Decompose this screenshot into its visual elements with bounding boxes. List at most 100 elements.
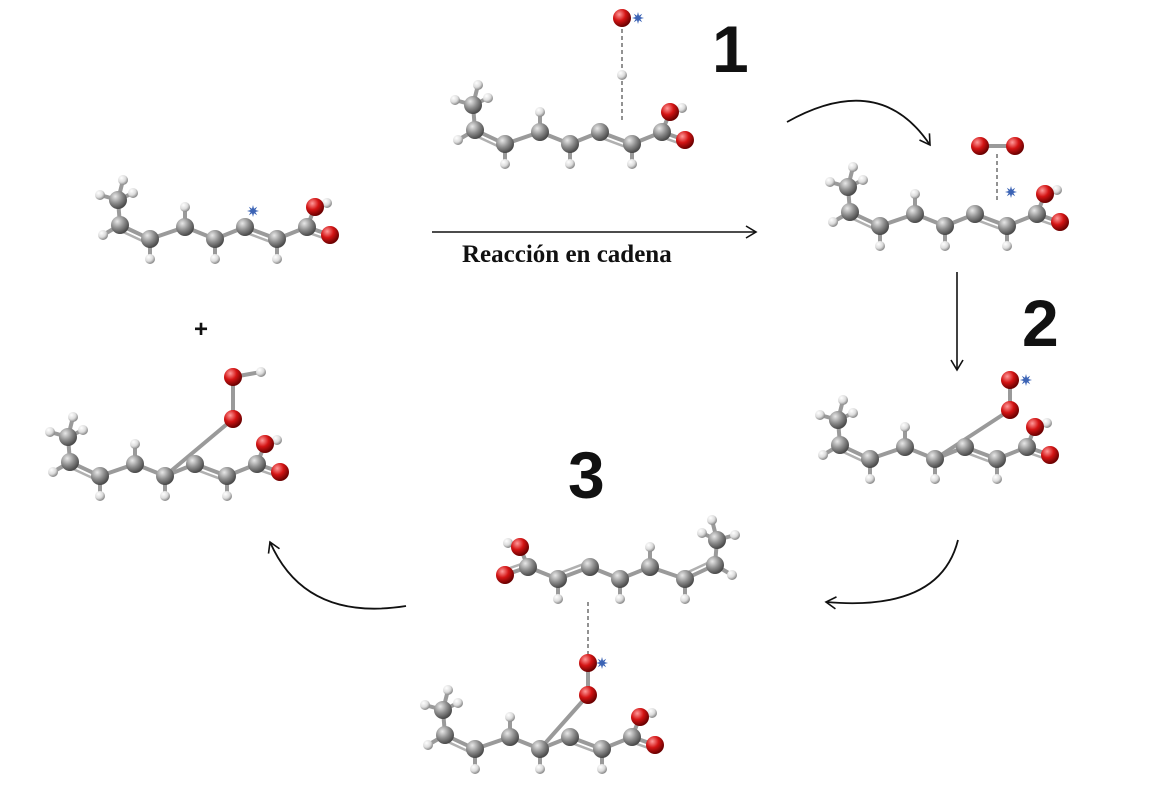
step-3-label: 3: [568, 438, 605, 512]
carbon-atom: [676, 570, 694, 588]
bond: [933, 408, 1012, 461]
hydrogen-atom: [180, 202, 190, 212]
carbon-atom: [623, 728, 641, 746]
molecule-hydroxyl-radical-abstraction: [450, 9, 694, 169]
bond: [163, 417, 235, 478]
carbon-atom: [549, 570, 567, 588]
hydrogen-atom: [322, 198, 332, 208]
molecule-hydroperoxide: [45, 367, 289, 501]
oxygen-atom: [613, 9, 631, 27]
oxygen-atom: [971, 137, 989, 155]
hydrogen-atom: [210, 254, 220, 264]
hydrogen-atom: [615, 594, 625, 604]
carbon-atom: [91, 467, 109, 485]
molecule-peroxyl-radical: [815, 371, 1059, 484]
hydrogen-atom: [858, 175, 868, 185]
oxygen-atom: [511, 538, 529, 556]
hydrogen-atom: [128, 188, 138, 198]
carbon-atom: [871, 217, 889, 235]
molecule-peroxyl-acceptor: [420, 600, 664, 774]
hydrogen-atom: [727, 570, 737, 580]
hydrogen-atom: [818, 450, 828, 460]
carbon-atom: [519, 558, 537, 576]
hydrogen-atom: [256, 367, 266, 377]
carbon-atom: [841, 203, 859, 221]
hydrogen-atom: [535, 764, 545, 774]
oxygen-atom: [676, 131, 694, 149]
oxygen-atom: [496, 566, 514, 584]
carbon-atom: [926, 450, 944, 468]
hydrogen-atom: [130, 439, 140, 449]
oxygen-atom: [579, 654, 597, 672]
hydrogen-atom: [160, 491, 170, 501]
oxygen-atom: [1026, 418, 1044, 436]
oxygen-atom: [1036, 185, 1054, 203]
radical-marker-icon: [632, 12, 644, 24]
molecule-oxygen-addition: [825, 137, 1069, 251]
carbon-atom: [706, 556, 724, 574]
oxygen-atom: [256, 435, 274, 453]
hydrogen-atom: [677, 103, 687, 113]
carbon-atom: [956, 438, 974, 456]
oxygen-atom: [224, 368, 242, 386]
oxygen-atom: [271, 463, 289, 481]
carbon-atom: [531, 740, 549, 758]
hydrogen-atom: [483, 93, 493, 103]
carbon-atom: [641, 558, 659, 576]
hydrogen-atom: [1042, 418, 1052, 428]
hydrogen-atom: [95, 491, 105, 501]
hydrogen-atom: [617, 70, 627, 80]
carbon-atom: [298, 218, 316, 236]
hydrogen-atom: [730, 530, 740, 540]
oxygen-atom: [1001, 401, 1019, 419]
carbon-atom: [436, 726, 454, 744]
hydrogen-atom: [1002, 241, 1012, 251]
carbon-atom: [611, 570, 629, 588]
hydrogen-atom: [815, 410, 825, 420]
carbon-atom: [591, 123, 609, 141]
hydrogen-atom: [930, 474, 940, 484]
carbon-atom: [936, 217, 954, 235]
oxygen-atom: [1051, 213, 1069, 231]
plus-sign: +: [194, 316, 209, 343]
molecule-hydrogen-abstraction-donor: [496, 515, 740, 604]
hydrogen-atom: [565, 159, 575, 169]
hydrogen-atom: [707, 515, 717, 525]
oxygen-atom: [646, 736, 664, 754]
hydrogen-atom: [848, 162, 858, 172]
hydrogen-atom: [505, 712, 515, 722]
hydrogen-atom: [535, 107, 545, 117]
arrows: [267, 99, 964, 610]
oxygen-atom: [1001, 371, 1019, 389]
carbon-atom: [218, 467, 236, 485]
hydrogen-atom: [453, 135, 463, 145]
hydrogen-atom: [470, 764, 480, 774]
hydrogen-atom: [838, 395, 848, 405]
hydrogen-atom: [272, 254, 282, 264]
carbon-atom: [623, 135, 641, 153]
hydrogen-atom: [503, 538, 513, 548]
carbon-atom: [1028, 205, 1046, 223]
hydrogen-atom: [423, 740, 433, 750]
hydrogen-atom: [828, 217, 838, 227]
hydrogen-atom: [500, 159, 510, 169]
hydrogen-atom: [900, 422, 910, 432]
return-curved-arrow: [267, 540, 407, 610]
carbon-atom: [839, 178, 857, 196]
hydrogen-atom: [940, 241, 950, 251]
carbon-atom: [111, 216, 129, 234]
hydrogen-atom: [825, 177, 835, 187]
hydrogen-atom: [473, 80, 483, 90]
radical-marker-icon: [1020, 374, 1032, 386]
hydrogen-atom: [680, 594, 690, 604]
carbon-atom: [109, 191, 127, 209]
oxygen-atom: [224, 410, 242, 428]
hydrogen-atom: [48, 467, 58, 477]
carbon-atom: [141, 230, 159, 248]
carbon-atom: [831, 436, 849, 454]
carbon-atom: [561, 728, 579, 746]
hydrogen-atom: [553, 594, 563, 604]
oxygen-atom: [661, 103, 679, 121]
carbon-atom: [434, 701, 452, 719]
